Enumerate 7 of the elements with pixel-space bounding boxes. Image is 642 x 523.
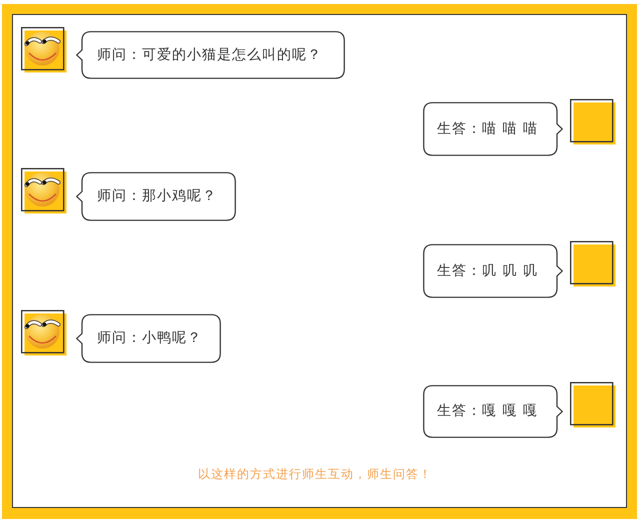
note-text: 以这样的方式进行师生互动，师生问答！ <box>198 466 432 482</box>
speech-bubble: 师问：那小鸡呢？ <box>76 172 236 221</box>
speech-bubble: 生答：嘎 嘎 嘎 <box>423 385 563 438</box>
speech-bubble: 生答：叽 叽 叽 <box>423 244 563 298</box>
speech-bubble: 师问：可爱的小猫是怎么叫的呢？ <box>76 31 345 79</box>
speech-bubble: 师问：小鸭呢？ <box>76 314 221 363</box>
speech-bubble: 生答：喵 喵 喵 <box>423 102 563 156</box>
